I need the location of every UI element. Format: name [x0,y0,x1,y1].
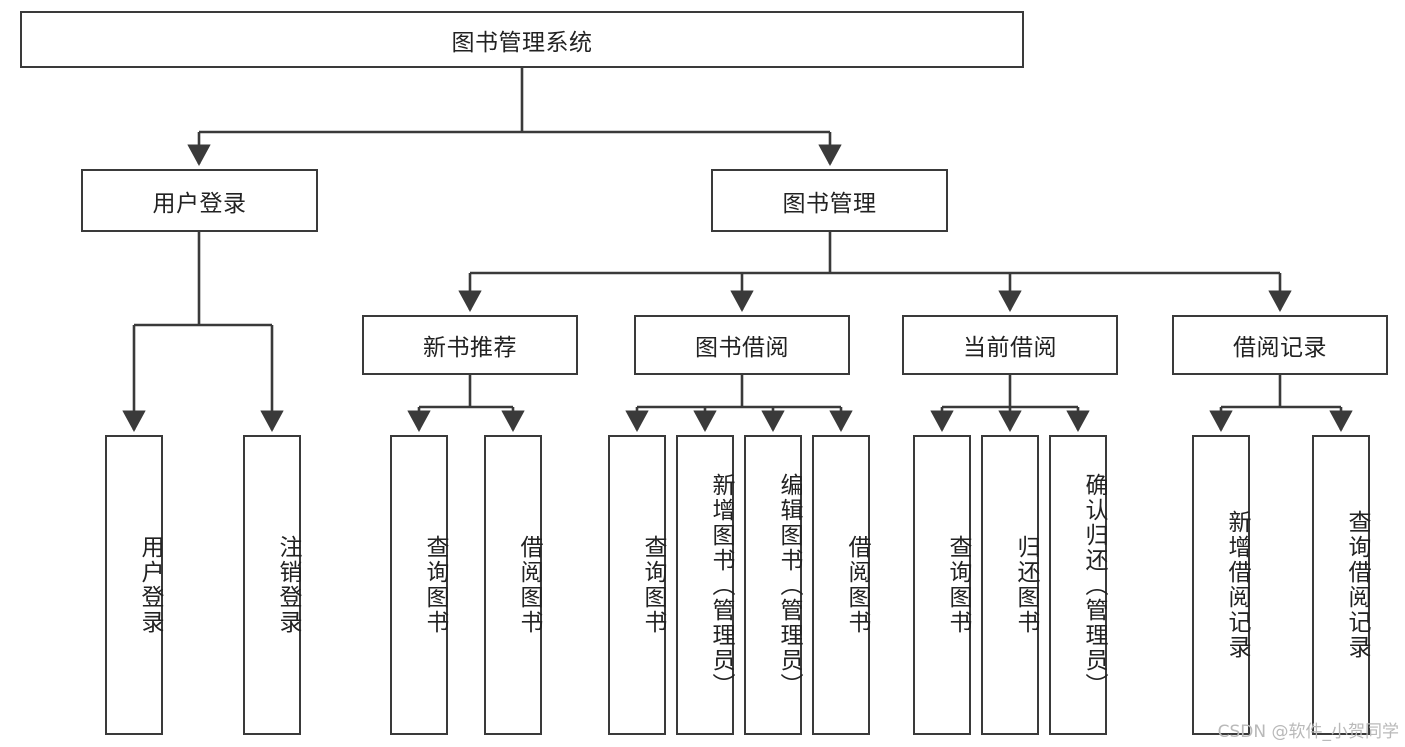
node-leaf-user-login-label: 用户登录 [137,535,163,635]
node-leaf-borrow-book-1[interactable]: 借阅图书 [484,435,542,735]
node-root-label: 图书管理系统 [451,29,593,56]
node-leaf-query-book-1-label: 查询图书 [422,535,448,635]
node-new-book-rec-label: 新书推荐 [423,335,517,361]
node-leaf-query-book-1[interactable]: 查询图书 [390,435,448,735]
node-leaf-logout-label: 注销登录 [275,535,301,635]
node-book-manage-label: 图书管理 [782,190,877,217]
node-leaf-borrow-book-2-label: 借阅图书 [844,535,870,635]
node-leaf-query-book-2-label: 查询图书 [640,535,666,635]
csdn-watermark: CSDN @软件_小贺同学 [1217,722,1399,742]
node-leaf-add-record-label: 新增借阅记录 [1224,510,1250,660]
node-leaf-query-book-3-label: 查询图书 [945,535,971,635]
node-leaf-return-book-label: 归还图书 [1013,535,1039,635]
node-leaf-borrow-book-1-label: 借阅图书 [516,535,542,635]
node-leaf-edit-book[interactable]: 编辑图书（管理员） [744,435,802,735]
node-root[interactable]: 图书管理系统 [20,11,1024,68]
node-user-login-label: 用户登录 [152,190,247,217]
node-leaf-add-book-label: 新增图书（管理员） [708,472,734,698]
node-new-book-rec[interactable]: 新书推荐 [362,315,578,375]
node-book-borrow-label: 图书借阅 [695,335,789,361]
node-leaf-query-record-label: 查询借阅记录 [1344,510,1370,660]
node-leaf-query-record[interactable]: 查询借阅记录 [1312,435,1370,735]
node-leaf-user-login[interactable]: 用户登录 [105,435,163,735]
node-leaf-query-book-2[interactable]: 查询图书 [608,435,666,735]
node-leaf-borrow-book-2[interactable]: 借阅图书 [812,435,870,735]
node-current-borrow[interactable]: 当前借阅 [902,315,1118,375]
node-leaf-return-book[interactable]: 归还图书 [981,435,1039,735]
node-book-manage[interactable]: 图书管理 [711,169,948,232]
node-current-borrow-label: 当前借阅 [963,335,1057,361]
node-leaf-add-record[interactable]: 新增借阅记录 [1192,435,1250,735]
node-borrow-record[interactable]: 借阅记录 [1172,315,1388,375]
node-leaf-confirm-return[interactable]: 确认归还（管理员） [1049,435,1107,735]
node-book-borrow[interactable]: 图书借阅 [634,315,850,375]
node-leaf-edit-book-label: 编辑图书（管理员） [776,472,802,698]
node-leaf-add-book[interactable]: 新增图书（管理员） [676,435,734,735]
node-leaf-confirm-return-label: 确认归还（管理员） [1081,472,1107,698]
node-leaf-query-book-3[interactable]: 查询图书 [913,435,971,735]
node-leaf-logout[interactable]: 注销登录 [243,435,301,735]
node-user-login[interactable]: 用户登录 [81,169,318,232]
node-borrow-record-label: 借阅记录 [1233,335,1327,361]
